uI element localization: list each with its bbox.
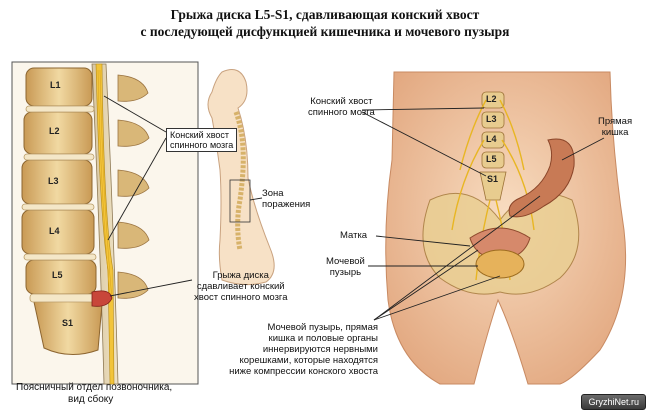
vertebra-label-l1: L1 bbox=[50, 80, 61, 90]
herniated-disc bbox=[91, 290, 113, 307]
title-line-1: Грыжа диска L5-S1, сдавливающая конский … bbox=[170, 7, 480, 22]
affected-zone-label: Зона поражения bbox=[262, 188, 311, 210]
vertebra-label-l2: L2 bbox=[49, 126, 60, 136]
vertebra-label-right-l4: L4 bbox=[486, 134, 497, 144]
uterus-label: Матка bbox=[340, 230, 368, 241]
vertebra-label-right-s1: S1 bbox=[487, 174, 499, 184]
vertebra-label-s1: S1 bbox=[62, 318, 74, 328]
vertebral-bodies bbox=[21, 67, 103, 355]
cauda-label-left: Конский хвост спинного мозга bbox=[166, 128, 238, 152]
rectum-label: Прямая кишка bbox=[598, 116, 633, 138]
pointer-lines bbox=[103, 95, 605, 321]
cauda-label-right: Конский хвост спинного мозга bbox=[308, 96, 375, 118]
bladder-label: Мочевой пузырь bbox=[326, 256, 365, 278]
vertebra-label-right-l5: L5 bbox=[486, 154, 497, 164]
hernia-label: Грыжа диска сдавливает конский хвост спи… bbox=[194, 270, 288, 303]
vertebra-label-l4: L4 bbox=[49, 226, 60, 236]
diagram-title: Грыжа диска L5-S1, сдавливающая конский … bbox=[0, 6, 650, 40]
silhouette-spine bbox=[233, 111, 246, 251]
affected-zone-box bbox=[229, 179, 251, 223]
watermark-badge: GryzhiNet.ru bbox=[581, 394, 646, 410]
innervation-note: Мочевой пузырь, прямая кишка и половые о… bbox=[229, 322, 378, 377]
spinous-processes bbox=[117, 74, 150, 299]
vertebra-label-l3: L3 bbox=[48, 176, 59, 186]
title-line-2: с последующей дисфункцией кишечника и мо… bbox=[140, 24, 510, 39]
vertebra-label-l5: L5 bbox=[52, 270, 63, 280]
bladder bbox=[475, 249, 525, 279]
right-spine bbox=[479, 91, 507, 201]
rectum bbox=[508, 138, 575, 218]
left-panel-caption: Поясничный отдел позвоночника, вид сбоку bbox=[16, 382, 173, 405]
vertebra-label-right-l3: L3 bbox=[486, 114, 497, 124]
vertebra-label-right-l2: L2 bbox=[486, 94, 497, 104]
uterus bbox=[469, 227, 531, 261]
nerve-strands bbox=[97, 69, 113, 301]
intervertebral-discs bbox=[21, 105, 101, 303]
